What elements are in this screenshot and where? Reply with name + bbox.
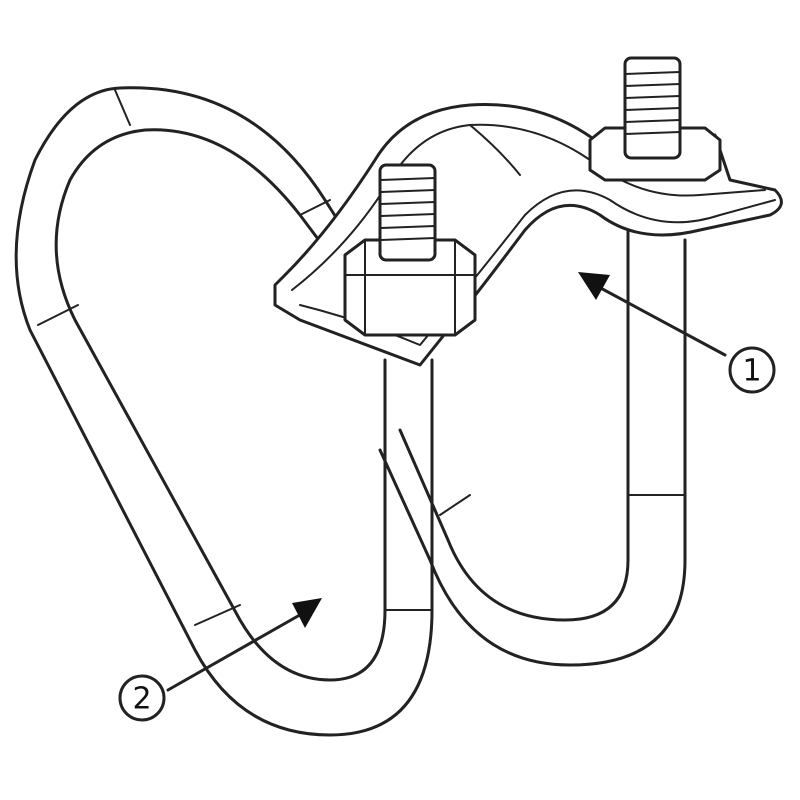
- left-stud-threads: [379, 177, 436, 241]
- right-stud-threads: [624, 71, 681, 135]
- callout-2-arrowhead: [292, 598, 322, 628]
- u-bolt: [14, 86, 434, 737]
- callout-2: 2: [118, 598, 322, 722]
- callout-1-arrowhead: [578, 272, 610, 300]
- left-nut-bolt: [343, 163, 477, 337]
- right-nut-bolt: [588, 56, 722, 182]
- callout-1-label: 1: [742, 354, 761, 389]
- callout-2-label: 2: [132, 682, 151, 717]
- callout-1: 1: [578, 272, 776, 394]
- u-bolt-back: [378, 223, 687, 667]
